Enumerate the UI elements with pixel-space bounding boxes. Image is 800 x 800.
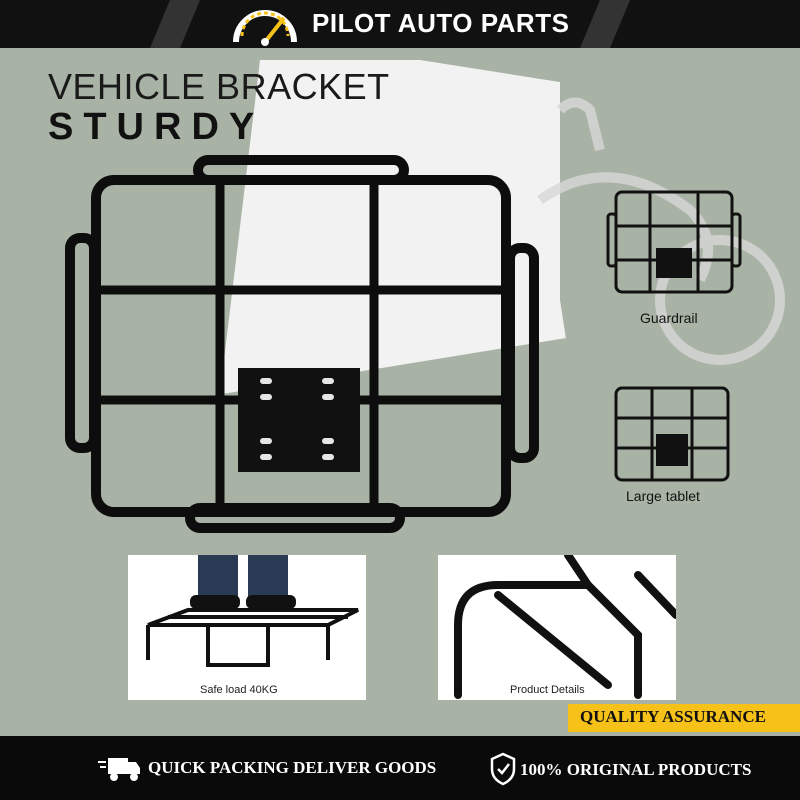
header-bar [0,0,800,48]
quality-badge-text: QUALITY ASSURANCE [580,707,766,726]
load-photo-card [128,555,366,700]
shield-check-icon [490,752,516,786]
details-photo-card [438,551,680,700]
rack-with-rails-icon [606,190,742,294]
brand-title: PILOT AUTO PARTS [312,8,570,38]
flat-rack-icon [614,386,730,482]
footer-packing-text: QUICK PACKING DELIVER GOODS [148,758,437,777]
details-photo [454,551,680,699]
load-caption: Safe load 40KG [200,684,278,696]
details-caption: Product Details [510,684,585,696]
quality-badge [568,704,800,732]
header-stripes [150,0,630,48]
headline-title: VEHICLE BRACKET [48,66,390,107]
load-photo [146,555,359,667]
thumbnail-label-large-tablet: Large tablet [626,488,700,504]
headline-subtitle: STURDY [48,106,265,148]
main-product-image [65,155,539,533]
thumbnail-label-guardrail: Guardrail [640,310,698,326]
speedometer-icon [233,10,297,46]
footer-original-text: 100% ORIGINAL PRODUCTS [520,760,752,779]
truck-icon [98,758,140,781]
